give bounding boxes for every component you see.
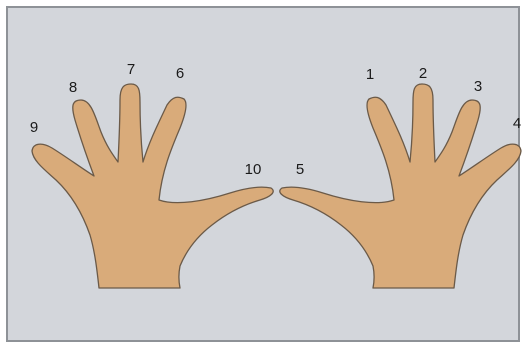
right-hand [280,84,521,288]
right-thumb-label: 5 [296,161,304,178]
right-ring-finger-label: 3 [474,78,482,95]
left-middle-finger-label: 7 [127,61,135,78]
left-ring-finger-label: 8 [69,79,77,96]
left-little-finger-label: 9 [30,119,38,136]
left-hand [32,84,273,288]
right-little-finger-label: 4 [513,115,521,132]
right-index-finger-label: 1 [366,66,374,83]
left-thumb-label: 10 [245,161,262,178]
right-middle-finger-label: 2 [419,65,427,82]
left-index-finger-label: 6 [176,65,184,82]
